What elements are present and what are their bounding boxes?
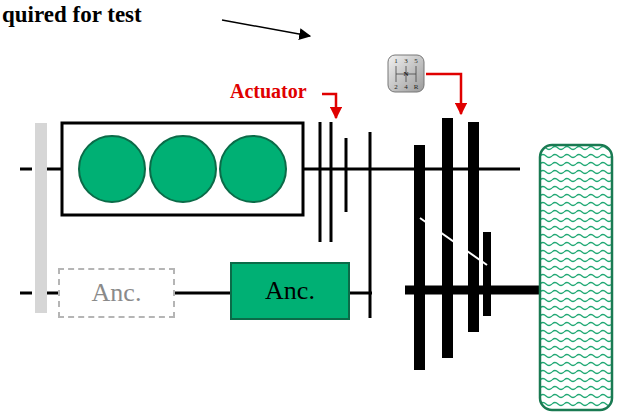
shaft <box>47 168 62 171</box>
actuator-arrow <box>426 74 461 114</box>
gear <box>483 232 491 316</box>
cylinder <box>79 136 145 202</box>
shaft <box>47 292 58 295</box>
pulley-bar <box>35 123 47 313</box>
gear-number: 5 <box>414 57 418 65</box>
node-label: Anc. <box>92 279 142 308</box>
clutch-plate <box>330 122 333 242</box>
note-text: quired for test <box>2 2 142 27</box>
shaft <box>20 292 32 295</box>
ancillary-box: Anc. <box>230 262 350 320</box>
engine-block <box>62 123 303 215</box>
gear-mark <box>420 218 487 265</box>
shift-pattern <box>396 66 416 82</box>
actuator-label: Actuator <box>230 81 307 101</box>
wheel <box>540 145 612 410</box>
shaft <box>175 292 230 295</box>
gear-number: 1 <box>394 57 398 65</box>
clutch-plate <box>345 138 348 212</box>
cylinder <box>150 136 216 202</box>
gear-number: 3 <box>404 57 408 65</box>
gear-number: R <box>414 83 419 91</box>
gear-number: 5 <box>414 58 418 65</box>
cylinder <box>220 136 286 202</box>
actuator-arrow <box>322 94 336 118</box>
note-text: quired for test <box>2 3 142 26</box>
gear-number: 2 <box>394 84 398 91</box>
gear-number: 2 <box>394 83 398 91</box>
gear-number: N <box>403 70 408 78</box>
gear-number: 1 <box>394 58 398 65</box>
gear-number: 4 <box>404 83 408 91</box>
clutch-plate <box>319 122 322 242</box>
shaft <box>20 168 32 171</box>
gear-number: N <box>403 71 408 78</box>
actuator-label: Actuator <box>230 80 307 102</box>
gear <box>414 145 425 370</box>
gear-number: 3 <box>404 58 408 65</box>
gear-number: 4 <box>404 84 408 91</box>
ancillary-box-dashed: Anc. <box>58 268 175 318</box>
gear <box>468 122 479 332</box>
node-label: Anc. <box>265 277 315 306</box>
shaft <box>303 168 520 171</box>
gear-number: R <box>414 84 419 91</box>
gear <box>369 132 372 318</box>
gear-shift-icon <box>388 55 424 92</box>
leader-arrow <box>222 20 310 36</box>
